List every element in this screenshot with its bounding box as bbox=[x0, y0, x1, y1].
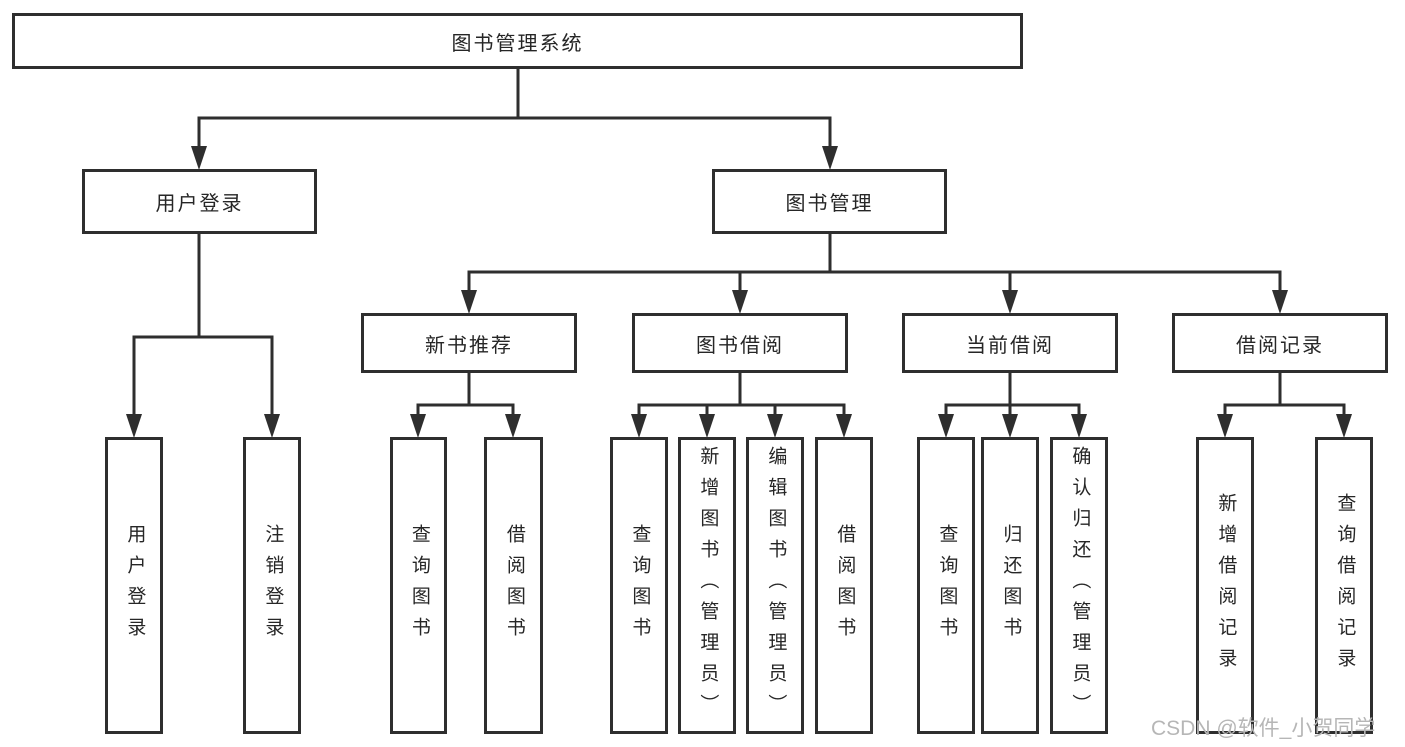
node-user-login: 用户登录 bbox=[82, 169, 317, 234]
leaf-edit-book-admin-label: 编辑图书（管理员） bbox=[765, 446, 787, 725]
leaf-query-books-recommend: 查询图书 bbox=[390, 437, 447, 734]
connector-current-borrowing-to-leaves bbox=[938, 371, 1087, 438]
node-borrowing-records: 借阅记录 bbox=[1172, 313, 1388, 373]
node-current-borrowing: 当前借阅 bbox=[902, 313, 1118, 373]
connector-book-borrowing-to-leaves bbox=[631, 371, 852, 438]
leaf-add-borrow-record-label: 新增借阅记录 bbox=[1215, 492, 1237, 679]
node-new-book-recommendation-label: 新书推荐 bbox=[425, 334, 513, 357]
node-library-management-system: 图书管理系统 bbox=[12, 13, 1023, 69]
leaf-add-borrow-record: 新增借阅记录 bbox=[1196, 437, 1254, 734]
leaf-query-borrow-record-label: 查询借阅记录 bbox=[1334, 492, 1356, 679]
leaf-edit-book-admin: 编辑图书（管理员） bbox=[746, 437, 804, 734]
node-book-borrowing-label: 图书借阅 bbox=[696, 334, 784, 357]
leaf-borrow-books-recommend-label: 借阅图书 bbox=[503, 523, 525, 648]
connector-book-management-to-level3 bbox=[461, 232, 1288, 314]
leaf-query-books-borrowing-label: 查询图书 bbox=[629, 523, 651, 648]
leaf-borrow-books-recommend: 借阅图书 bbox=[484, 437, 543, 734]
node-book-management: 图书管理 bbox=[712, 169, 947, 234]
leaf-user-login-label: 用户登录 bbox=[124, 523, 146, 648]
leaf-add-book-admin-label: 新增图书（管理员） bbox=[697, 446, 719, 725]
node-book-management-label: 图书管理 bbox=[785, 193, 874, 215]
connector-root-to-level2 bbox=[191, 67, 838, 170]
csdn-watermark: CSDN @软件_小贺同学 bbox=[1151, 717, 1376, 740]
leaf-borrow-books-borrowing: 借阅图书 bbox=[815, 437, 873, 734]
leaf-logout-label: 注销登录 bbox=[262, 523, 284, 648]
leaf-logout: 注销登录 bbox=[243, 437, 301, 734]
leaf-return-books: 归还图书 bbox=[981, 437, 1039, 734]
connector-user-login-to-leaves bbox=[126, 232, 280, 438]
node-user-login-label: 用户登录 bbox=[155, 193, 244, 215]
node-current-borrowing-label: 当前借阅 bbox=[966, 334, 1054, 357]
node-new-book-recommendation: 新书推荐 bbox=[361, 313, 577, 373]
leaf-return-books-label: 归还图书 bbox=[1000, 523, 1022, 648]
leaf-confirm-return-admin-label: 确认归还（管理员） bbox=[1069, 446, 1091, 725]
node-library-management-system-label: 图书管理系统 bbox=[451, 32, 584, 55]
connector-borrowing-records-to-leaves bbox=[1217, 371, 1352, 438]
leaf-add-book-admin: 新增图书（管理员） bbox=[678, 437, 736, 734]
leaf-user-login: 用户登录 bbox=[105, 437, 163, 734]
leaf-query-borrow-record: 查询借阅记录 bbox=[1315, 437, 1373, 734]
leaf-query-books-current-label: 查询图书 bbox=[936, 523, 958, 648]
connector-new-book-recommendation-to-leaves bbox=[410, 371, 521, 438]
leaf-borrow-books-borrowing-label: 借阅图书 bbox=[834, 523, 856, 648]
leaf-query-books-recommend-label: 查询图书 bbox=[408, 523, 430, 648]
node-book-borrowing: 图书借阅 bbox=[632, 313, 848, 373]
node-borrowing-records-label: 借阅记录 bbox=[1236, 334, 1324, 357]
leaf-query-books-current: 查询图书 bbox=[917, 437, 975, 734]
leaf-query-books-borrowing: 查询图书 bbox=[610, 437, 668, 734]
leaf-confirm-return-admin: 确认归还（管理员） bbox=[1050, 437, 1108, 734]
